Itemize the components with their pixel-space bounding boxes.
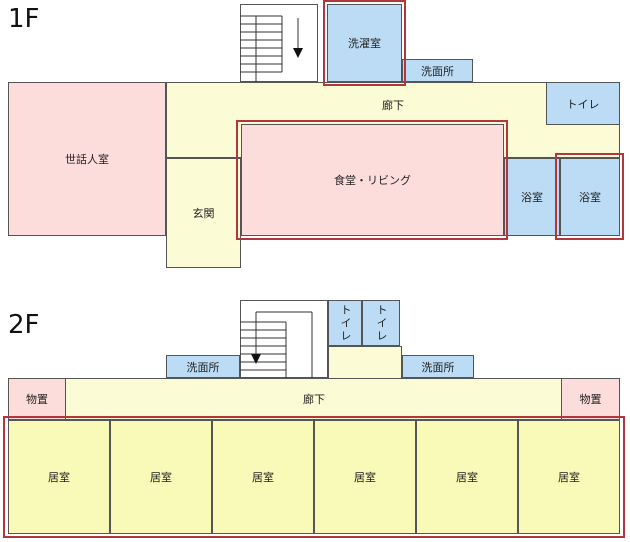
laundry-room: 洗濯室 <box>327 4 402 82</box>
washroom-1f: 洗面所 <box>402 59 473 82</box>
entrance: 玄関 <box>166 158 241 268</box>
floor-2-label: 2F <box>8 310 40 340</box>
stairs-1f <box>240 4 318 82</box>
bathroom-a: 浴室 <box>504 158 560 236</box>
toilet-2f-b: トイレ <box>362 300 400 346</box>
dining-living-room: 食堂・リビング <box>241 124 504 236</box>
washroom-2f-b: 洗面所 <box>402 355 474 378</box>
corridor-2f: 廊下 <box>8 378 620 420</box>
bedroom-2: 居室 <box>110 420 212 534</box>
toilet-1f: トイレ <box>546 82 620 125</box>
storage-2f-a: 物置 <box>8 378 66 420</box>
stairs-2f <box>240 300 328 378</box>
washroom-2f-a: 洗面所 <box>166 355 240 378</box>
corridor-2f-stem <box>328 346 402 378</box>
caretaker-room: 世話人室 <box>8 82 166 236</box>
toilet-2f-a: トイレ <box>328 300 362 346</box>
bathroom-b: 浴室 <box>560 158 620 236</box>
bedroom-1: 居室 <box>8 420 110 534</box>
storage-2f-b: 物置 <box>561 378 620 420</box>
bedroom-5: 居室 <box>416 420 518 534</box>
bedroom-4: 居室 <box>314 420 416 534</box>
bedroom-6: 居室 <box>518 420 620 534</box>
bedroom-3: 居室 <box>212 420 314 534</box>
floor-1-label: 1F <box>8 4 40 34</box>
